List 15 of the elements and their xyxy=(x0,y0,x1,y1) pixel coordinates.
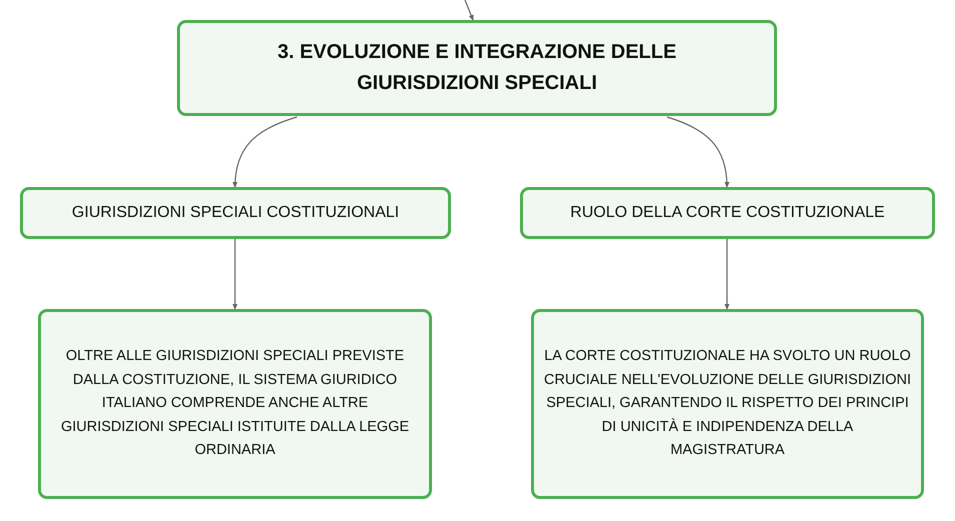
connector-arrow xyxy=(232,116,298,188)
node-text: RUOLO DELLA CORTE COSTITUZIONALE xyxy=(570,202,885,223)
connector-arrow xyxy=(464,0,474,21)
subtopic-box xyxy=(20,187,451,239)
node-text: OLTRE ALLE GIURISDIZIONI SPECIALI PREVISTE DALLA COSTITUZIONE, IL SISTEMA GIURIDICO ITALIANO COMPRENDE ANCHE ALTRE GIURISDIZIONI SPECIALI ISTITUITE DALLA LEGGE ORDINARIA xyxy=(60,347,410,460)
connector-arrow xyxy=(666,116,730,188)
connector-arrow xyxy=(232,239,238,310)
topic-box xyxy=(177,20,777,116)
subtopic-box xyxy=(520,187,935,239)
node-text: 3. EVOLUZIONE E INTEGRAZIONE DELLE GIURISDIZIONI SPECIALI xyxy=(276,40,678,96)
connector-arrow xyxy=(724,239,730,310)
node-text: LA CORTE COSTITUZIONALE HA SVOLTO UN RUOLO CRUCIALE NELL'EVOLUZIONE DELLE GIURISDIZIONI SPECIALI, GARANTENDO IL RISPETTO DEI PRINCIPI DI UNICITÀ E INDIPENDENZA DELLA MAGISTRATURA xyxy=(544,347,911,460)
node-text: GIURISDIZIONI SPECIALI COSTITUZIONALI xyxy=(72,202,400,223)
detail-box xyxy=(38,309,432,499)
detail-box xyxy=(531,309,924,499)
